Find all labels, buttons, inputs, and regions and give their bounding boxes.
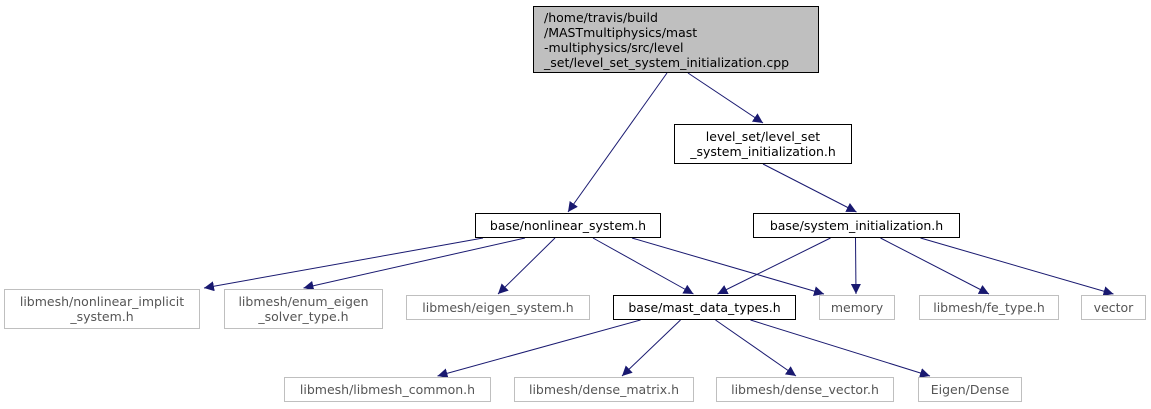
- edge-sysinit-to-memory: [850, 237, 861, 295]
- edge-nonlinear-to-eigen_system: [497, 237, 556, 295]
- edge-mast_types-to-eigen_dense: [750, 319, 931, 378]
- node-libmesh-dense-vector-h[interactable]: libmesh/dense_vector.h: [716, 377, 894, 402]
- node-vector[interactable]: vector: [1081, 295, 1146, 320]
- edge-mast_types-to-libmesh_common: [437, 319, 641, 379]
- edge-sysinit-to-fe_type: [880, 237, 990, 295]
- edge-mast_types-to-dense_matrix: [621, 319, 681, 377]
- node-libmesh-enum-eigen-solver-type-h[interactable]: libmesh/enum_eigen _solver_type.h: [224, 289, 383, 329]
- edge-nonlinear-to-enum_eigen: [303, 237, 526, 291]
- node-nonlinear-system-h[interactable]: base/nonlinear_system.h: [475, 213, 661, 238]
- edge-mast_types-to-dense_vector: [715, 319, 797, 377]
- edge-sysinit-to-vector: [920, 237, 1114, 297]
- node-memory[interactable]: memory: [819, 295, 895, 320]
- edge-root-to-nonlinear: [567, 72, 668, 213]
- node-eigen-dense[interactable]: Eigen/Dense: [918, 377, 1022, 402]
- node-libmesh-libmesh-common-h[interactable]: libmesh/libmesh_common.h: [284, 377, 491, 402]
- node-libmesh-eigen-system-h[interactable]: libmesh/eigen_system.h: [406, 295, 590, 320]
- node-libmesh-nonlinear-implicit-system-h[interactable]: libmesh/nonlinear_implicit _system.h: [4, 289, 200, 329]
- node-mast-data-types-h[interactable]: base/mast_data_types.h: [613, 295, 796, 320]
- node-level-set-system-initialization-h[interactable]: level_set/level_set _system_initializati…: [674, 124, 852, 164]
- edge-layer: [203, 72, 1114, 379]
- node-libmesh-fe-type-h[interactable]: libmesh/fe_type.h: [919, 295, 1059, 320]
- node-system-initialization-h[interactable]: base/system_initialization.h: [753, 213, 960, 238]
- edge-sysinit-to-mast_types: [717, 237, 831, 295]
- edge-lsi_h-to-sysinit: [762, 163, 857, 213]
- node-root-cpp[interactable]: /home/travis/build /MASTmultiphysics/mas…: [533, 6, 819, 73]
- edge-nonlinear-to-nl_implicit: [203, 237, 484, 292]
- edge-nonlinear-to-memory: [631, 237, 825, 296]
- edge-nonlinear-to-mast_types: [592, 237, 694, 295]
- edge-root-to-lsi_h: [687, 72, 764, 124]
- node-libmesh-dense-matrix-h[interactable]: libmesh/dense_matrix.h: [514, 377, 694, 402]
